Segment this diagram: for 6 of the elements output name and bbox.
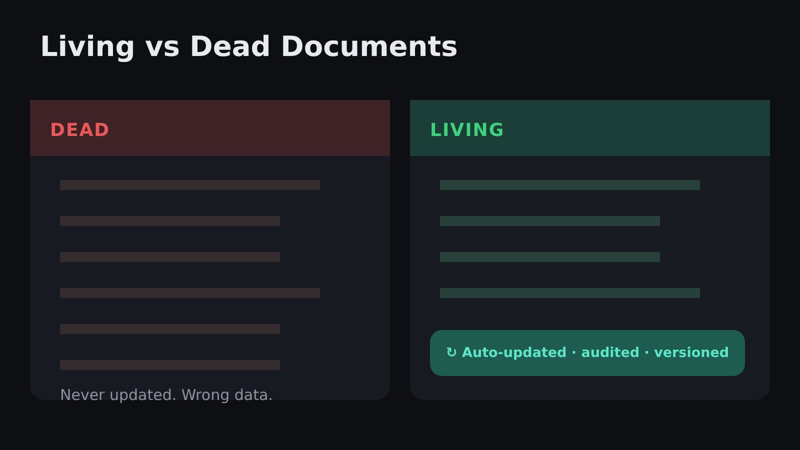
panel-note: Never updated. Wrong data. bbox=[60, 386, 273, 404]
title: Living vs Dead Documents bbox=[40, 30, 458, 63]
document-panel bbox=[410, 100, 770, 400]
panel-heading: LIVING bbox=[430, 120, 505, 141]
status-badge: ↻ Auto-updated · audited · versioned bbox=[430, 330, 746, 376]
panel-heading: DEAD bbox=[50, 120, 110, 141]
